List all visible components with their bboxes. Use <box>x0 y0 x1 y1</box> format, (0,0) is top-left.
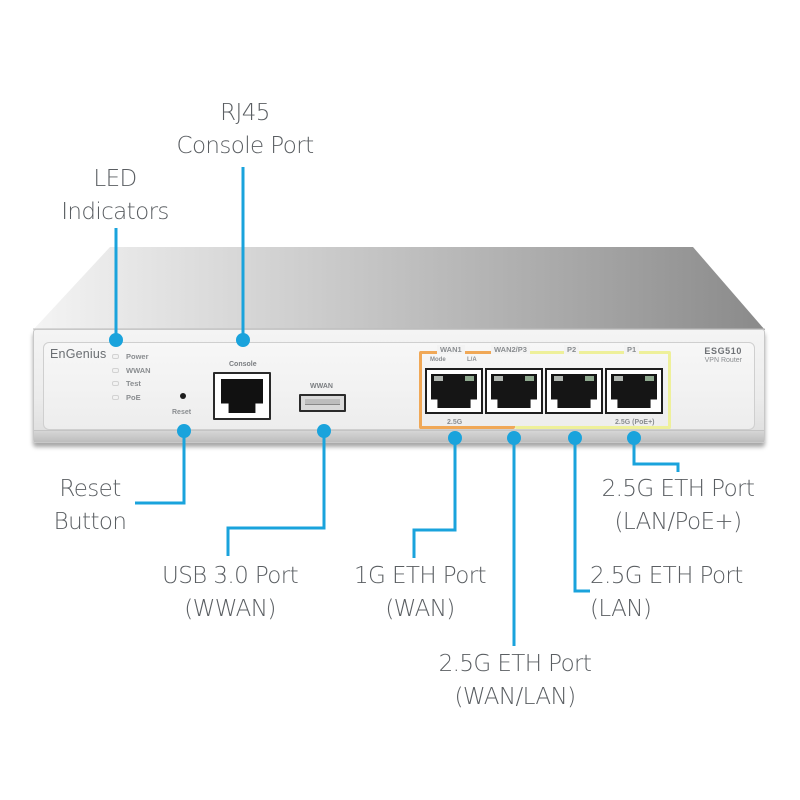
led-icon <box>112 381 119 387</box>
rj45-socket-icon <box>221 379 263 413</box>
led-label: WWAN <box>126 365 151 375</box>
label-line: RJ45 <box>220 100 270 126</box>
model-name: ESG510 <box>704 346 742 356</box>
eth-header-wan2-p3: WAN2/P3 <box>491 345 530 354</box>
eth-header-wan1: WAN1 <box>437 345 465 354</box>
led-label: PoE <box>126 392 141 402</box>
label-line: (WAN/LAN) <box>454 684 577 710</box>
eth-header-p2: P2 <box>564 345 580 354</box>
label-line: (WAN) <box>385 596 455 622</box>
eth-port-p2[interactable] <box>545 368 603 414</box>
label-line: (WWAN) <box>184 596 276 622</box>
led-label: Power <box>126 352 149 362</box>
eth-header-p1: P1 <box>624 345 640 354</box>
label-line: 1G ETH Port <box>354 563 487 589</box>
label-line: 2.5G ETH Port <box>601 476 755 502</box>
port-led-mode <box>494 376 503 381</box>
callout-label-rj45-console: RJ45 Console Port <box>150 97 340 163</box>
led-test: Test <box>112 377 151 391</box>
callout-label-eth-1g-wan: 1G ETH Port (WAN) <box>340 560 500 626</box>
eth-port-wan1[interactable] <box>425 368 483 414</box>
port-led-mode <box>614 376 623 381</box>
eth-footer-2-5g-poe: 2.5G (PoE+) <box>612 419 658 426</box>
console-port[interactable] <box>213 372 271 420</box>
led-power: Power <box>112 350 151 364</box>
eth-port-p1[interactable] <box>605 368 663 414</box>
callout-label-led-indicators: LED Indicators <box>40 163 190 229</box>
usb-port[interactable] <box>299 394 346 412</box>
reset-label: Reset <box>172 409 192 416</box>
label-line: Console Port <box>176 133 314 159</box>
label-line: 2.5G ETH Port <box>590 563 743 589</box>
port-led-la <box>525 376 534 381</box>
eth-footer-2-5g: 2.5G <box>444 419 466 426</box>
callout-line-eth-lan-poe <box>632 438 680 472</box>
eth-port-wan2-p3[interactable] <box>485 368 543 414</box>
callout-label-eth-2-5g-lan: 2.5G ETH Port (LAN) <box>590 560 743 626</box>
eth-led-mode-label: Mode <box>430 357 446 363</box>
model-subtitle: VPN Router <box>704 357 742 364</box>
device-front-panel: EnGenius Power WWAN Test PoE Reset Conso… <box>33 329 765 443</box>
brand-logo: EnGenius <box>50 347 107 361</box>
eth-led-la-label: L/A <box>467 357 477 363</box>
led-icon <box>112 394 119 400</box>
label-line: Button <box>53 509 127 535</box>
reset-button[interactable] <box>180 393 186 399</box>
lan-group-frame <box>515 351 671 429</box>
wan-group-frame <box>419 351 515 429</box>
led-indicator-list: Power WWAN Test PoE <box>112 350 151 404</box>
led-wwan: WWAN <box>112 364 151 378</box>
label-line: Indicators <box>61 199 169 225</box>
label-line: 2.5G ETH Port <box>438 651 592 677</box>
label-line: LED <box>93 166 137 192</box>
bottom-rail <box>34 430 764 442</box>
port-led-la <box>465 376 474 381</box>
label-line: (LAN) <box>590 596 652 622</box>
port-led-mode <box>554 376 563 381</box>
led-poe: PoE <box>112 391 151 405</box>
led-label: Test <box>126 379 141 389</box>
callout-label-usb-port: USB 3.0 Port (WWAN) <box>140 560 320 626</box>
led-icon <box>112 367 119 373</box>
label-line: (LAN/PoE+) <box>614 509 743 535</box>
port-led-la <box>585 376 594 381</box>
callout-line-usb <box>226 431 326 556</box>
callout-label-eth-2-5g-lan-poe: 2.5G ETH Port (LAN/PoE+) <box>578 473 778 539</box>
led-icon <box>112 354 119 360</box>
port-led-la <box>645 376 654 381</box>
console-label: Console <box>229 361 257 368</box>
callout-label-eth-2-5g-wanlan: 2.5G ETH Port (WAN/LAN) <box>410 648 620 714</box>
port-led-mode <box>434 376 443 381</box>
usb-wwan-label: WWAN <box>310 383 333 390</box>
callout-label-reset-button: Reset Button <box>30 473 150 539</box>
label-line: USB 3.0 Port <box>161 563 299 589</box>
label-line: Reset <box>59 476 121 502</box>
callout-line-eth-1g-wan <box>412 438 457 558</box>
